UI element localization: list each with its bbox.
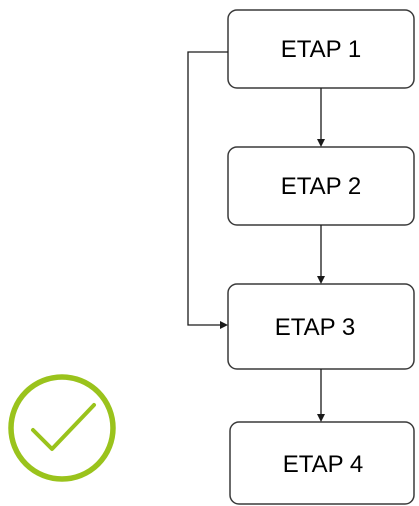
step-etap-2: ETAP 2 bbox=[227, 146, 415, 226]
connector-2-3 bbox=[317, 225, 325, 284]
step-label: ETAP 2 bbox=[281, 173, 361, 200]
connector-1-3-bypass bbox=[187, 51, 228, 329]
connector-3-4 bbox=[317, 369, 325, 422]
step-box bbox=[229, 421, 415, 505]
connector-1-2 bbox=[317, 88, 325, 147]
step-etap-4: ETAP 4 bbox=[229, 421, 415, 505]
check-circle-ring bbox=[8, 374, 116, 482]
step-label: ETAP 4 bbox=[283, 451, 363, 478]
bypass-line bbox=[187, 51, 228, 326]
step-etap-3: ETAP 3 bbox=[227, 283, 415, 370]
arrowhead bbox=[317, 414, 325, 422]
step-label: ETAP 3 bbox=[275, 314, 355, 341]
step-etap-1: ETAP 1 bbox=[227, 9, 415, 89]
arrowhead bbox=[317, 139, 325, 147]
arrowhead bbox=[317, 276, 325, 284]
arrowhead bbox=[220, 321, 228, 329]
check-mark bbox=[31, 403, 96, 451]
check-circle-icon bbox=[8, 374, 116, 482]
step-label: ETAP 1 bbox=[281, 36, 361, 63]
